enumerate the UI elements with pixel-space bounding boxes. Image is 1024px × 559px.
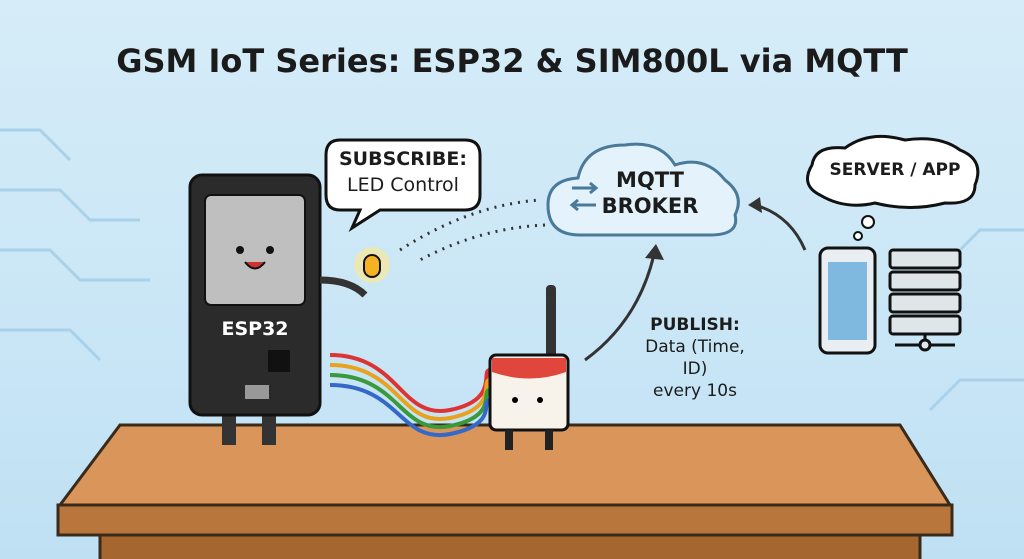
publish-arrow bbox=[584, 249, 657, 362]
subscribe-label: SUBSCRIBE: LED Control bbox=[328, 146, 478, 198]
circuit-traces bbox=[0, 128, 1024, 412]
publish-heading: PUBLISH: bbox=[650, 315, 740, 335]
server-rack-icon bbox=[888, 248, 962, 352]
broker-line2: BROKER bbox=[601, 194, 699, 218]
page-title: GSM IoT Series: ESP32 & SIM800L via MQTT bbox=[116, 42, 908, 80]
subscribe-heading: SUBSCRIBE: bbox=[339, 148, 467, 170]
server-bubble bbox=[806, 134, 980, 209]
led-icon bbox=[354, 247, 390, 283]
subscribe-arrows bbox=[399, 198, 546, 262]
publish-label: PUBLISH: Data (Time, ID) every 10s bbox=[635, 314, 755, 402]
server-arrow bbox=[754, 203, 807, 251]
table bbox=[56, 423, 954, 559]
sim800l-module bbox=[488, 285, 570, 450]
esp32-board bbox=[188, 173, 368, 445]
server-label: SERVER / APP bbox=[829, 160, 961, 180]
broker-label: MQTT BROKER bbox=[595, 167, 705, 219]
broker-line1: MQTT bbox=[616, 168, 684, 192]
subscribe-bubble bbox=[324, 138, 482, 232]
mqtt-broker-cloud bbox=[546, 142, 740, 237]
esp32-label: ESP32 bbox=[221, 318, 289, 340]
wires bbox=[329, 353, 491, 438]
publish-line2: every 10s bbox=[653, 381, 737, 401]
subscribe-text: LED Control bbox=[347, 174, 459, 196]
publish-line1: Data (Time, ID) bbox=[645, 337, 745, 379]
phone-icon bbox=[818, 246, 877, 355]
exchange-arrows-icon bbox=[569, 181, 599, 212]
